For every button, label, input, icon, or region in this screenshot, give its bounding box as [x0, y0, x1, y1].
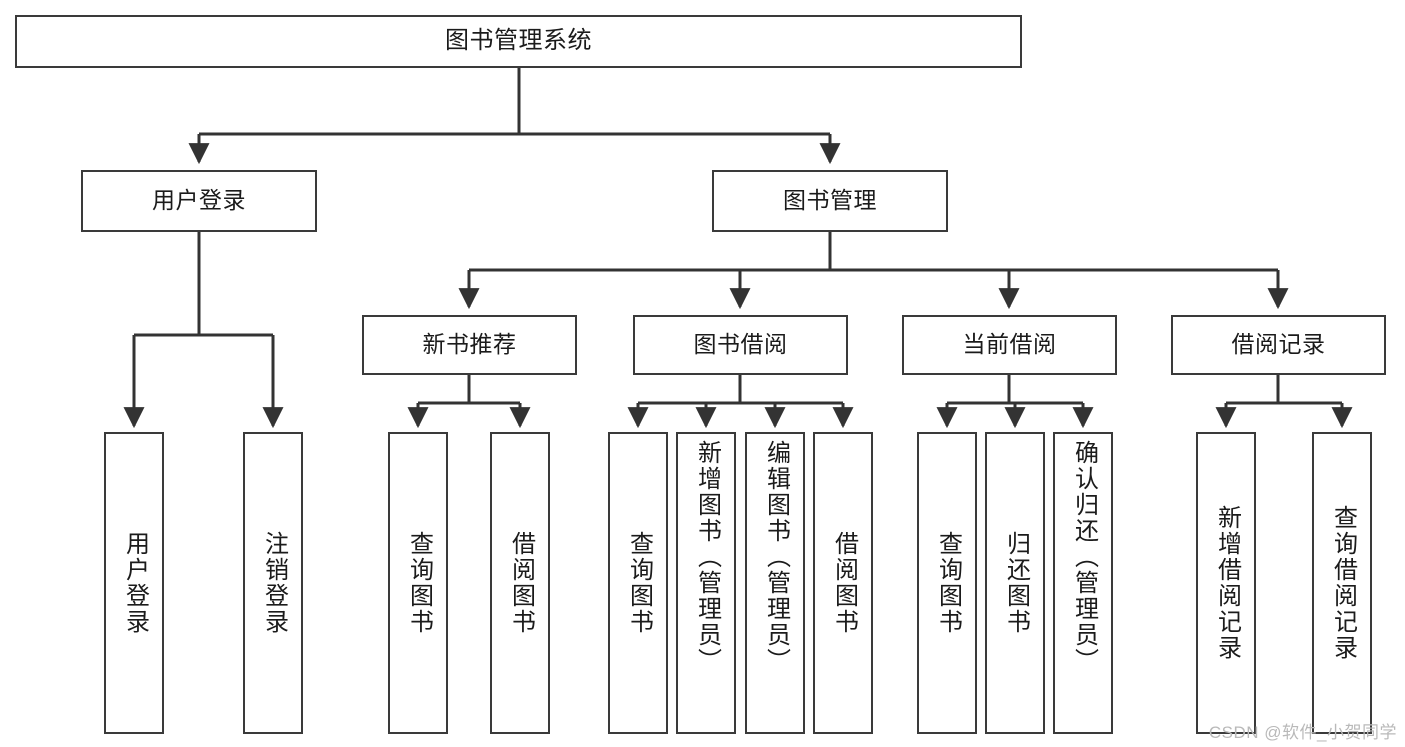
- node-book-borrow[interactable]: 图书借阅: [633, 315, 848, 375]
- node-label: 借阅图书: [830, 531, 858, 635]
- node-label: 归还图书: [1002, 531, 1030, 635]
- node-label: 编辑图书（管理员）: [762, 440, 790, 674]
- leaf-record-query-record[interactable]: 查询借阅记录: [1312, 432, 1372, 734]
- node-label: 图书管理系统: [445, 27, 592, 55]
- leaf-borrow-edit-book-admin[interactable]: 编辑图书（管理员）: [745, 432, 805, 734]
- node-label: 查询借阅记录: [1329, 505, 1357, 661]
- node-new-book-recommend[interactable]: 新书推荐: [362, 315, 577, 375]
- node-label: 查询图书: [625, 531, 653, 635]
- node-label: 新书推荐: [422, 331, 517, 358]
- node-root-system[interactable]: 图书管理系统: [15, 15, 1022, 68]
- node-book-management[interactable]: 图书管理: [712, 170, 948, 232]
- node-label: 确认归还（管理员）: [1070, 440, 1098, 674]
- node-label: 新增图书（管理员）: [693, 440, 721, 674]
- node-label: 借阅记录: [1231, 331, 1326, 358]
- node-label: 查询图书: [934, 531, 962, 635]
- node-label: 图书管理: [783, 187, 877, 214]
- leaf-current-query-book[interactable]: 查询图书: [917, 432, 977, 734]
- node-label: 借阅图书: [507, 531, 535, 635]
- node-label: 查询图书: [405, 531, 433, 635]
- leaf-recommend-borrow-book[interactable]: 借阅图书: [490, 432, 550, 734]
- node-label: 注销登录: [260, 531, 288, 635]
- leaf-borrow-query-book[interactable]: 查询图书: [608, 432, 668, 734]
- leaf-borrow-add-book-admin[interactable]: 新增图书（管理员）: [676, 432, 736, 734]
- node-borrow-record[interactable]: 借阅记录: [1171, 315, 1386, 375]
- leaf-current-return-book[interactable]: 归还图书: [985, 432, 1045, 734]
- node-label: 新增借阅记录: [1213, 505, 1241, 661]
- leaf-user-login-signout[interactable]: 注销登录: [243, 432, 303, 734]
- leaf-borrow-borrow-book[interactable]: 借阅图书: [813, 432, 873, 734]
- csdn-watermark: CSDN @软件_小贺同学: [1208, 723, 1397, 742]
- node-label: 图书借阅: [693, 331, 788, 358]
- leaf-record-add-record[interactable]: 新增借阅记录: [1196, 432, 1256, 734]
- leaf-user-login-signin[interactable]: 用户登录: [104, 432, 164, 734]
- leaf-recommend-query-book[interactable]: 查询图书: [388, 432, 448, 734]
- node-current-borrow[interactable]: 当前借阅: [902, 315, 1117, 375]
- node-label: 用户登录: [121, 531, 149, 635]
- node-label: 用户登录: [152, 187, 246, 214]
- node-label: 当前借阅: [962, 331, 1057, 358]
- leaf-current-confirm-return-admin[interactable]: 确认归还（管理员）: [1053, 432, 1113, 734]
- node-user-login[interactable]: 用户登录: [81, 170, 317, 232]
